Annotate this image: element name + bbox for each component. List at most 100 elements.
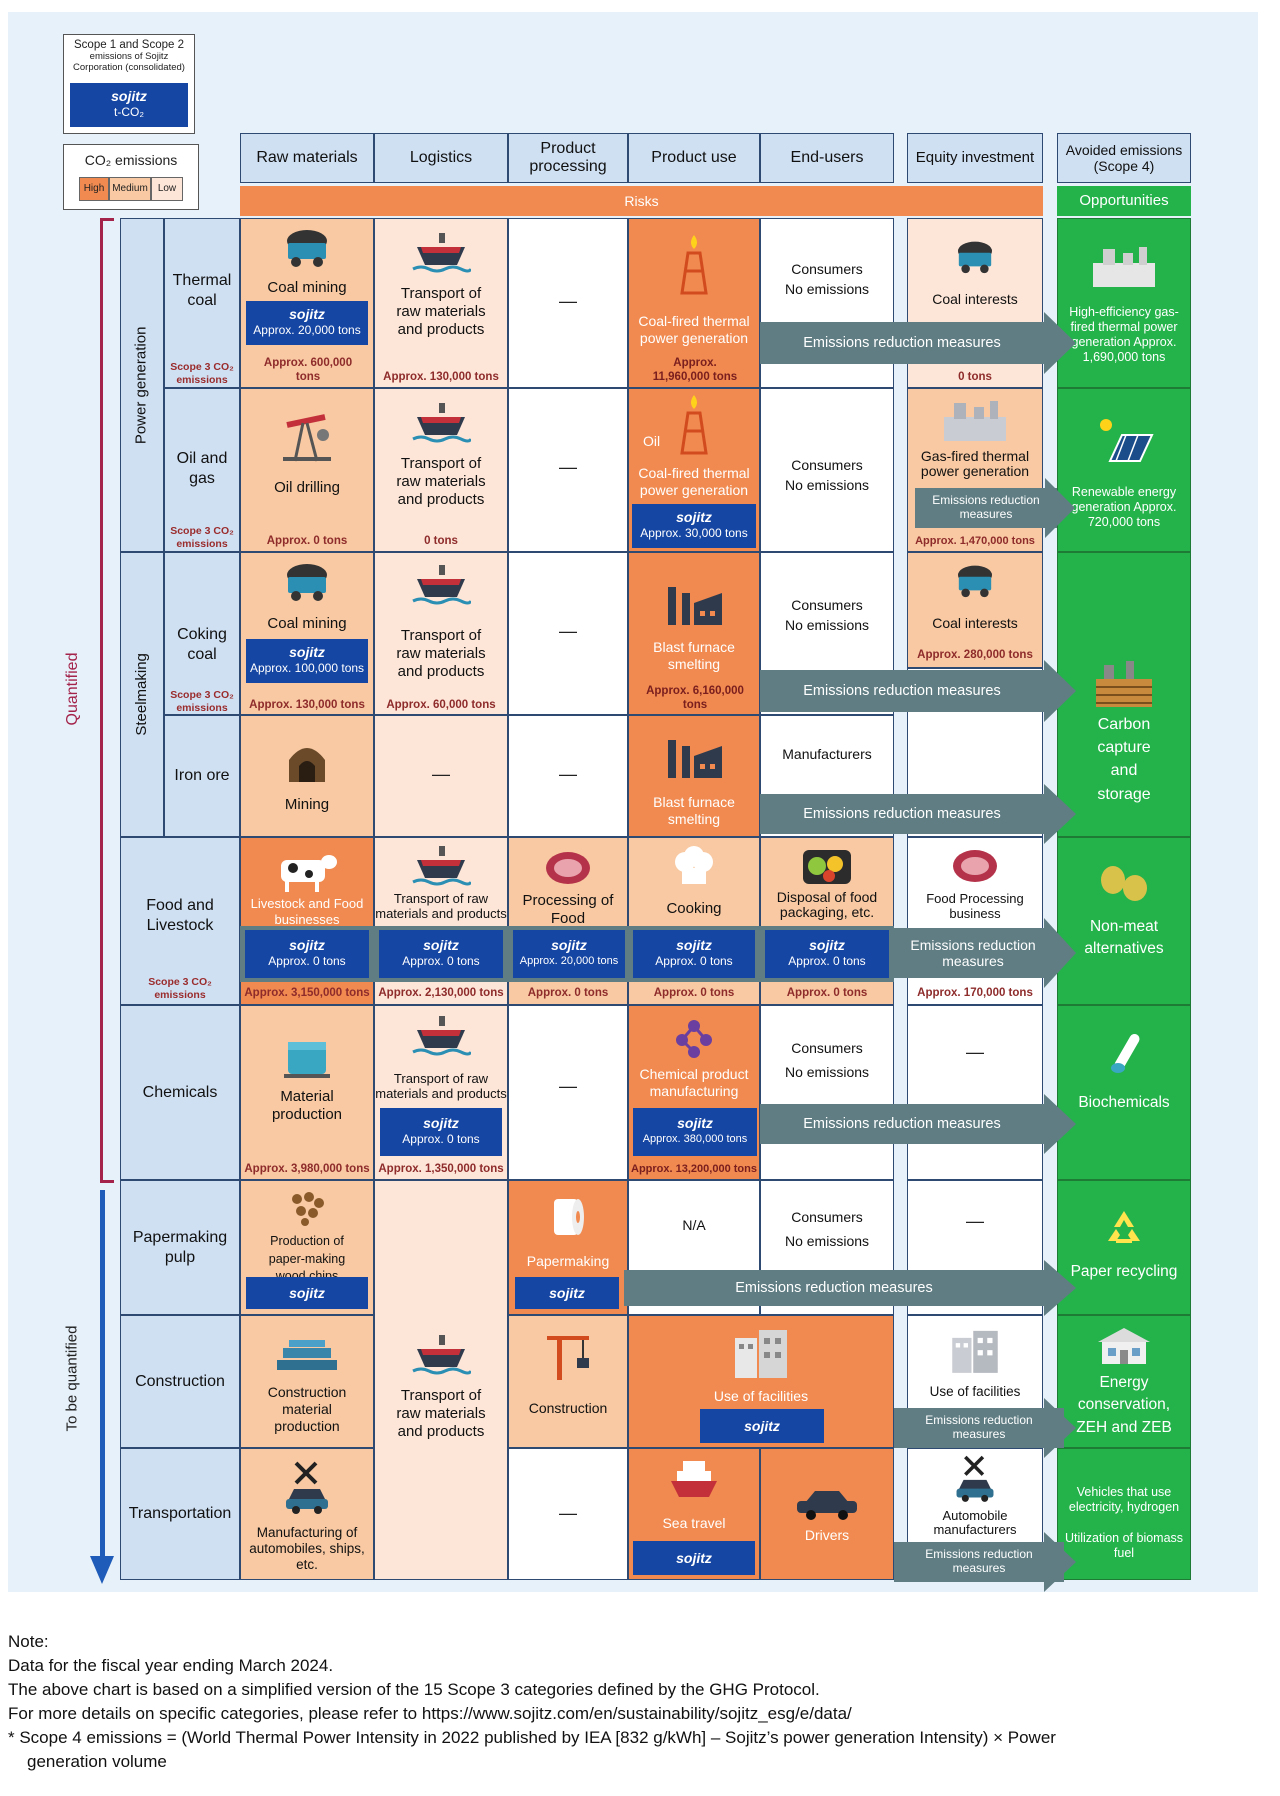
sojitz-logo: sojitz bbox=[676, 509, 712, 525]
molecule-icon bbox=[676, 1020, 712, 1058]
cell-logistics-merged: Transport of raw materials and products bbox=[374, 1180, 508, 1580]
scope12-brand-box: sojitz t-CO₂ bbox=[70, 83, 188, 127]
chem-use-sojitz-amount: Approx. 380,000 tons bbox=[642, 1133, 748, 1145]
opp-thermal-label: High-efficiency gas-fired thermal power … bbox=[1069, 305, 1179, 364]
coal-cart-icon bbox=[287, 564, 327, 601]
header-end-users: End-users bbox=[760, 133, 894, 183]
food-enduser-label: Disposal of food packaging, etc. bbox=[776, 889, 878, 921]
cat-thermal-coal-label: Thermal coal bbox=[172, 272, 232, 309]
tank-icon bbox=[284, 1042, 330, 1078]
opportunities-bar: Opportunities bbox=[1057, 186, 1191, 216]
cargo-ship-icon bbox=[412, 1016, 471, 1056]
thermal-equity-label: Coal interests bbox=[932, 291, 1018, 307]
cargo-ship-icon bbox=[412, 403, 471, 443]
thermal-no-emissions: No emissions bbox=[784, 281, 870, 297]
note-line-1: Data for the fiscal year ending March 20… bbox=[8, 1656, 334, 1675]
thermal-consumers: Consumers bbox=[791, 261, 863, 277]
cell-thermal-raw: Coal mining sojitz Approx. 20,000 tons A… bbox=[240, 218, 374, 388]
food-use-sojitz-amount: Approx. 0 tons bbox=[655, 954, 733, 968]
cell-iron-use: Blast furnace smelting bbox=[628, 715, 760, 837]
chem-raw-label: Material production bbox=[271, 1088, 343, 1123]
arrow-food-tip bbox=[1044, 918, 1076, 988]
oil-use-label: Coal-fired thermal power generation bbox=[638, 465, 750, 498]
cell-iron-logistics: — bbox=[374, 715, 508, 837]
coking-no-emissions: No emissions bbox=[784, 617, 870, 633]
chef-hat-icon bbox=[675, 846, 713, 884]
crane-icon bbox=[547, 1336, 589, 1380]
sojitz-logo: sojitz bbox=[676, 1550, 712, 1566]
cat-chemicals-label: Chemicals bbox=[142, 1083, 218, 1101]
oil-logistics-value: 0 tons bbox=[424, 535, 458, 547]
coal-cart-icon bbox=[957, 565, 993, 598]
food-equity-label: Food Processing business bbox=[926, 891, 1024, 921]
cell-oil-raw: Oil drilling Approx. 0 tons bbox=[240, 388, 374, 552]
thermal-raw-label: Coal mining bbox=[267, 279, 347, 296]
sojitz-logo: sojitz bbox=[111, 88, 147, 104]
chem-use-label: Chemical product manufacturing bbox=[639, 1066, 749, 1099]
cell-chem-logistics: Transport of raw materials and products … bbox=[374, 1005, 508, 1180]
cell-paper-processing: Papermaking sojitz bbox=[508, 1180, 628, 1315]
steel-beams-icon bbox=[277, 1340, 337, 1370]
cat-papermaking: Papermaking pulp bbox=[120, 1180, 240, 1315]
chem-consumers: Consumers bbox=[791, 1040, 863, 1056]
sojitz-logo: sojitz bbox=[809, 937, 845, 953]
opp-chem: Biochemicals bbox=[1057, 1005, 1191, 1180]
iron-raw-label: Mining bbox=[284, 796, 330, 813]
oil-raw-label: Oil drilling bbox=[274, 479, 340, 496]
constr-logistics-label: Transport of raw materials and products bbox=[396, 1387, 486, 1440]
cat-food-label: Food and Livestock bbox=[146, 897, 214, 934]
cell-thermal-logistics: Transport of raw materials and products … bbox=[374, 218, 508, 388]
level-high: High bbox=[79, 177, 109, 201]
cell-iron-processing: — bbox=[508, 715, 628, 837]
header-product-use: Product use bbox=[628, 133, 760, 183]
opp-oil-label: Renewable energy generation Approx. 720,… bbox=[1071, 485, 1177, 529]
paper-raw-sojitz-box: sojitz bbox=[246, 1277, 368, 1309]
arrow-oil-tip bbox=[1045, 478, 1075, 538]
cat-transportation-label: Transportation bbox=[128, 1505, 232, 1522]
note-line-3: For more details on specific categories,… bbox=[8, 1704, 852, 1723]
arrow-transportation-tip bbox=[1044, 1532, 1076, 1592]
to-be-quantified-arrowhead bbox=[90, 1556, 114, 1584]
cat-iron-ore-label: Iron ore bbox=[174, 767, 230, 784]
cell-trans-enduser: Drivers bbox=[760, 1448, 894, 1580]
solar-panel-icon bbox=[1100, 419, 1154, 462]
cell-oil-use: Oil Coal-fired thermal power generation … bbox=[628, 388, 760, 552]
cargo-ship-icon bbox=[412, 233, 471, 273]
opp-food-label: Non-meat alternatives bbox=[1084, 918, 1164, 958]
food-processing-value: Approx. 0 tons bbox=[527, 987, 609, 999]
food-enduser-value: Approx. 0 tons bbox=[786, 987, 868, 999]
trans-use-sojitz-box: sojitz bbox=[633, 1541, 755, 1575]
chem-logistics-sojitz-box: sojitz Approx. 0 tons bbox=[380, 1108, 502, 1156]
food-enduser-sojitz-box: sojitz Approx. 0 tons bbox=[765, 930, 889, 978]
paper-processing-sojitz-box: sojitz bbox=[515, 1277, 619, 1309]
power-tower-icon bbox=[680, 395, 708, 455]
food-raw-label: Livestock and Food businesses bbox=[250, 896, 364, 927]
sojitz-logo: sojitz bbox=[677, 1115, 713, 1131]
paper-consumers: Consumers bbox=[791, 1209, 863, 1225]
food-equity-value: Approx. 170,000 tons bbox=[917, 987, 1033, 999]
thermal-processing-dash: — bbox=[559, 291, 577, 311]
chem-logistics-label: Transport of raw materials and products bbox=[375, 1071, 507, 1101]
coking-logistics-value: Approx. 60,000 tons bbox=[386, 699, 496, 711]
cell-constr-use: Use of facilities sojitz bbox=[628, 1315, 894, 1448]
cell-thermal-processing: — bbox=[508, 218, 628, 388]
cat-coking-coal: Coking coal Scope 3 CO₂ emissions bbox=[164, 552, 240, 715]
arrow-paper-tip bbox=[1044, 1260, 1076, 1316]
cell-coking-processing: — bbox=[508, 552, 628, 715]
coking-raw-label: Coal mining bbox=[267, 615, 347, 632]
paper-equity-dash: — bbox=[966, 1211, 984, 1231]
coking-raw-sojitz-amount: Approx. 100,000 tons bbox=[249, 661, 365, 675]
cell-chem-processing: — bbox=[508, 1005, 628, 1180]
cell-trans-raw: Manufacturing of automobiles, ships, etc… bbox=[240, 1448, 374, 1580]
header-avoided: Avoided emissions (Scope 4) bbox=[1057, 133, 1191, 183]
arrow-paper: Emissions reduction measures bbox=[624, 1260, 1076, 1316]
sojitz-logo: sojitz bbox=[289, 306, 325, 322]
level-low: Low bbox=[151, 177, 183, 201]
opp-paper-label: Paper recycling bbox=[1070, 1263, 1178, 1280]
arrow-food: Emissions reduction measures bbox=[894, 918, 1076, 988]
arrow-coking-tip bbox=[1044, 660, 1076, 722]
cow-icon bbox=[281, 855, 337, 892]
meat-icon bbox=[546, 852, 590, 884]
arrow-construction: Emissions reduction measures bbox=[894, 1398, 1076, 1458]
coking-use-label: Blast furnace smelting bbox=[653, 639, 735, 672]
